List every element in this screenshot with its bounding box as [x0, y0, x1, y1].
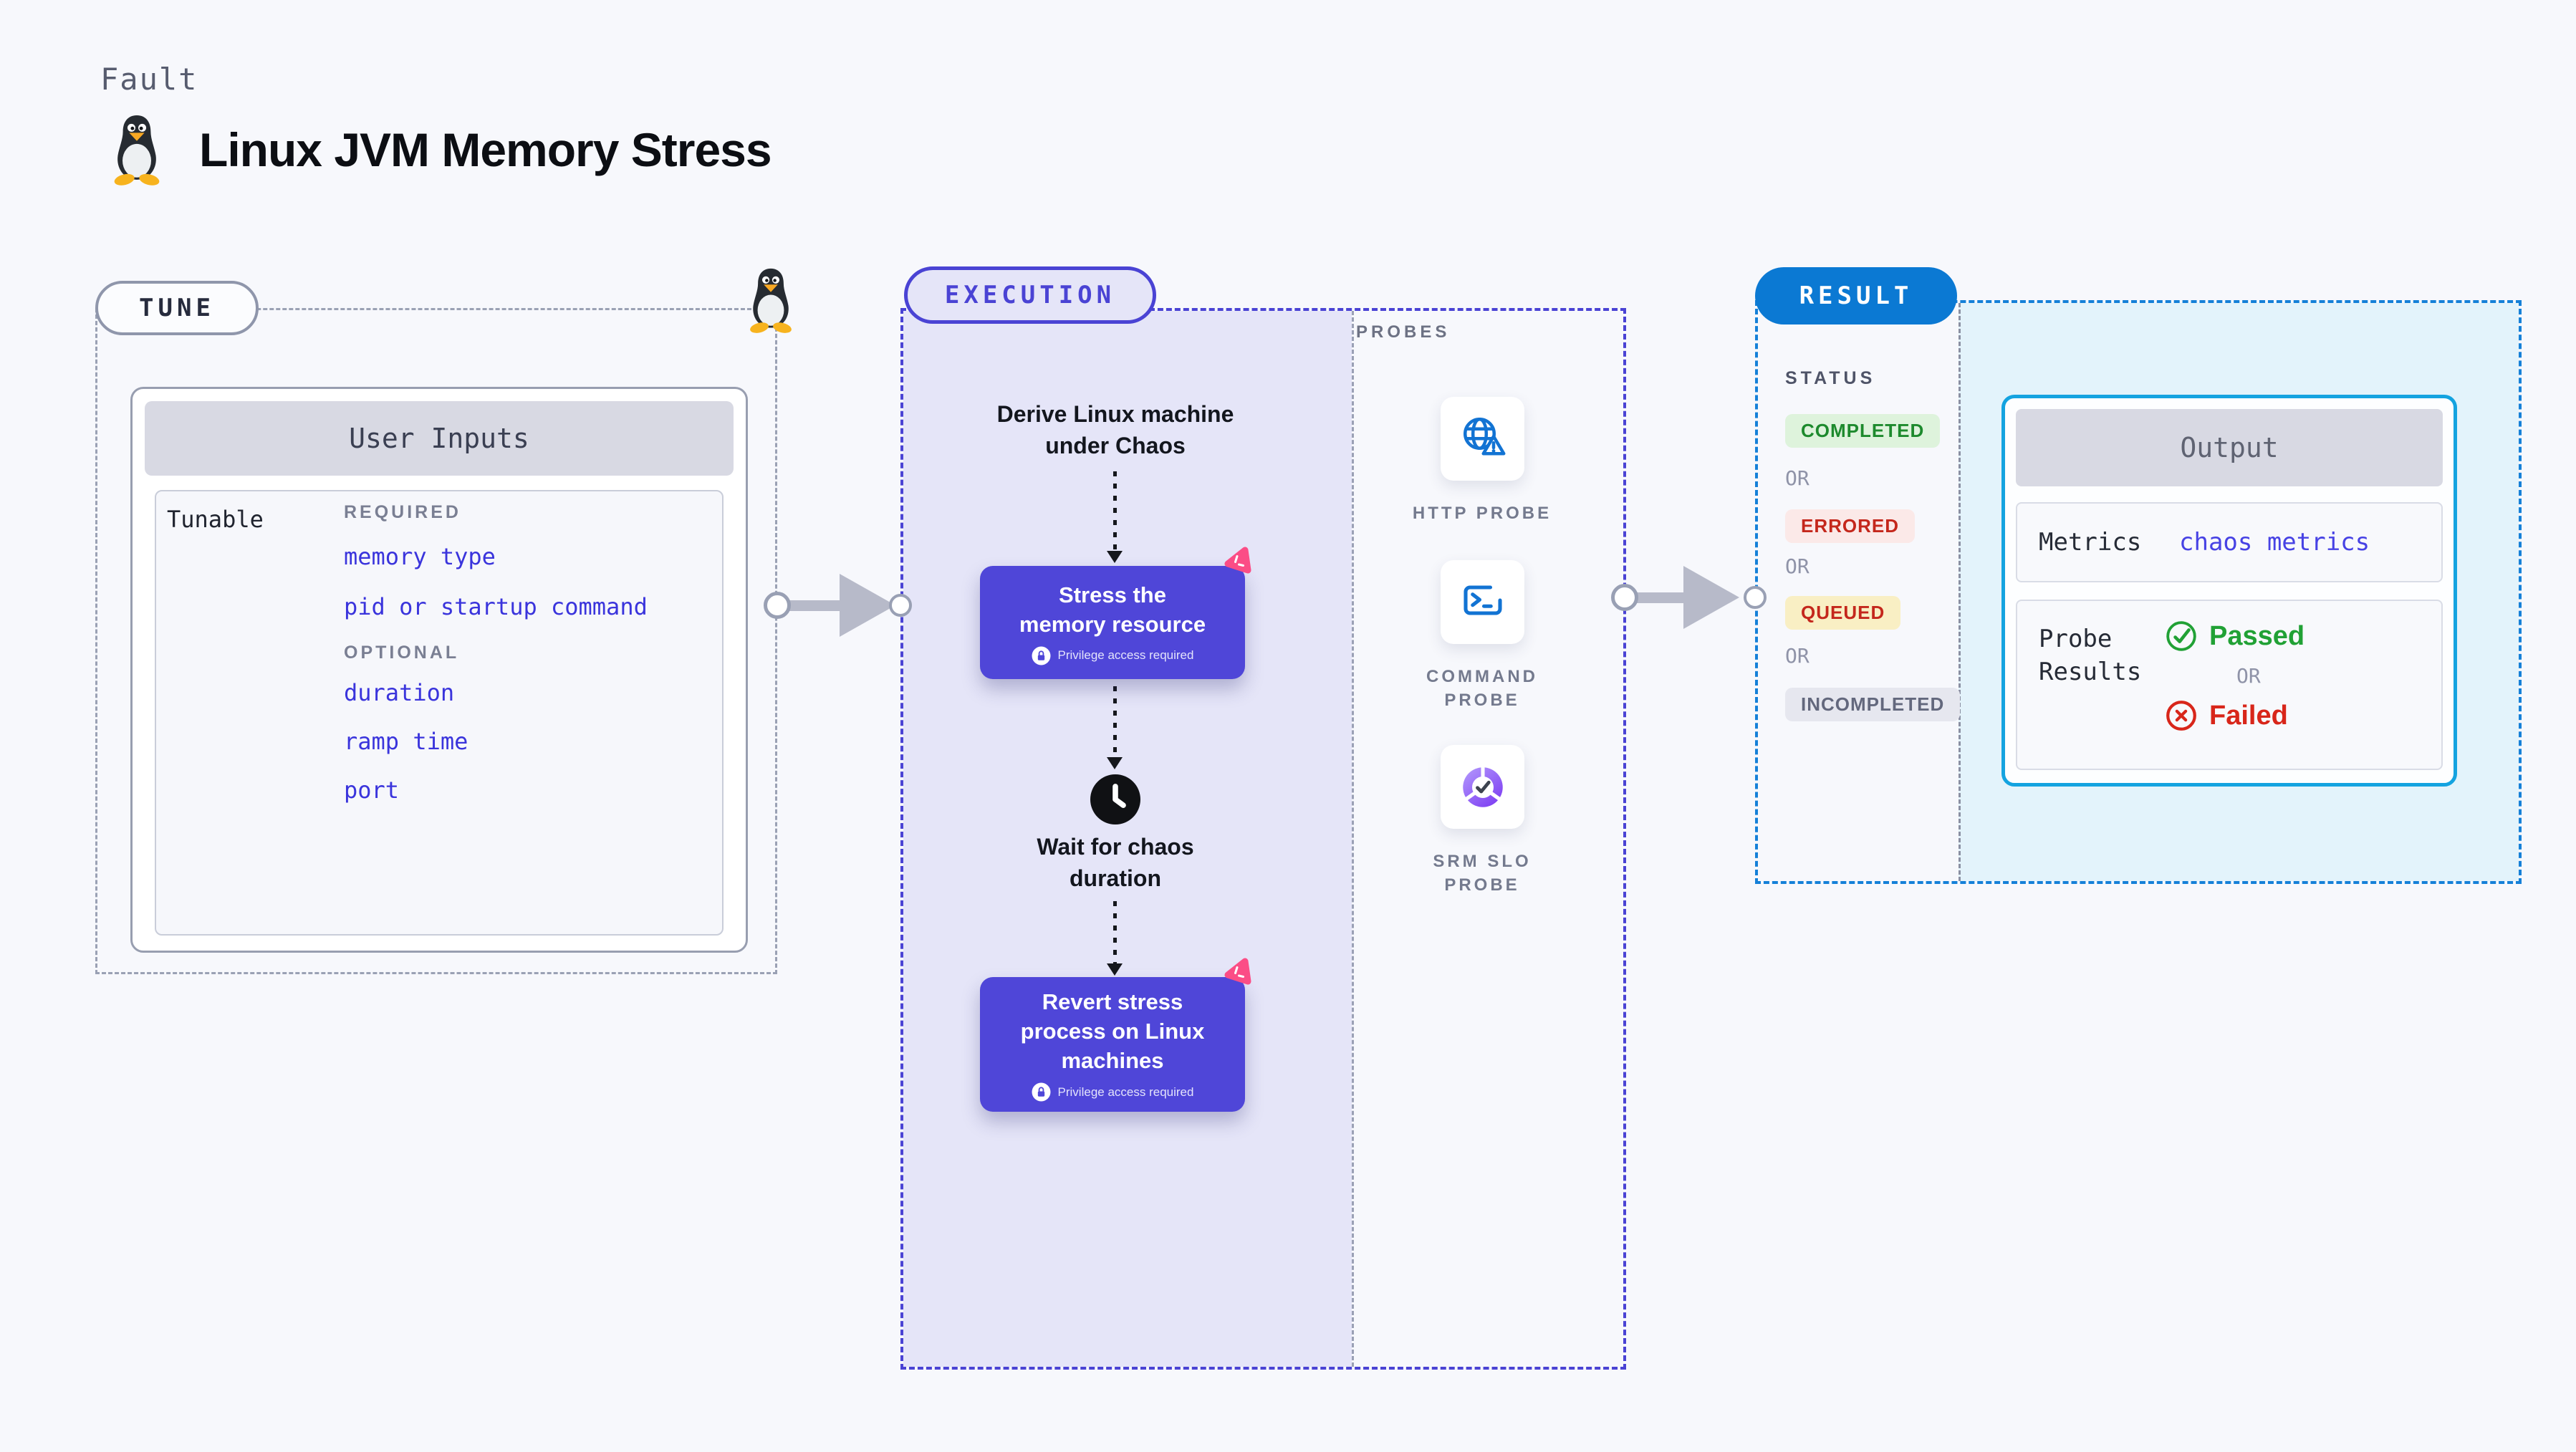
probe-results-label: Probe Results	[2039, 625, 2142, 686]
fault-eyebrow: Fault	[100, 62, 198, 97]
tune-section	[95, 308, 777, 974]
status-label: STATUS	[1785, 368, 1876, 388]
clock-icon	[1090, 774, 1140, 824]
slo-pie-icon	[1462, 766, 1503, 807]
step-derive-machine: Derive Linux machine under Chaos	[996, 401, 1234, 458]
connector-node	[764, 592, 791, 619]
status-badge-completed: COMPLETED	[1785, 414, 1941, 448]
status-badge-errored: ERRORED	[1785, 509, 1916, 543]
http-probe-card	[1441, 397, 1524, 481]
probe-results-verdicts: Passed OR Failed	[2165, 620, 2305, 732]
result-pill: RESULT	[1755, 267, 1957, 324]
user-inputs-header: User Inputs	[145, 401, 734, 476]
connector-node	[1611, 584, 1638, 611]
input-pid-or-startup-command[interactable]: pid or startup command	[344, 593, 648, 620]
metrics-label: Metrics	[2039, 528, 2142, 557]
metrics-row: Metrics chaos metrics	[2016, 502, 2443, 582]
privilege-note: Privilege access required	[1032, 1082, 1193, 1102]
status-badge-incompleted: INCOMPLETED	[1785, 688, 1961, 721]
connector-execution-to-result	[1628, 592, 1693, 603]
execution-section	[900, 308, 1626, 1370]
probe-results-row: Probe Results Passed OR Failed	[2016, 600, 2443, 770]
connector-arrowhead	[840, 574, 895, 637]
flow-arrow-down	[1107, 471, 1123, 563]
connector-node	[1744, 586, 1767, 609]
user-inputs-body	[155, 490, 724, 936]
probes-label: PROBES	[1356, 322, 1451, 342]
input-duration[interactable]: duration	[344, 679, 455, 706]
command-probe-card	[1441, 560, 1524, 644]
input-memory-type[interactable]: memory type	[344, 543, 496, 570]
step-stress-memory: Stress the memory resource Privilege acc…	[980, 566, 1245, 679]
or-separator: OR	[2236, 664, 2261, 688]
probes-panel	[1352, 311, 1623, 1367]
input-port[interactable]: port	[344, 777, 400, 804]
required-group-label: REQUIRED	[344, 502, 461, 522]
terminal-icon	[1463, 585, 1502, 615]
tux-icon-small	[744, 266, 798, 334]
x-circle-icon	[2166, 701, 2196, 731]
optional-group-label: OPTIONAL	[344, 643, 460, 663]
page-title: Linux JVM Memory Stress	[199, 123, 772, 176]
input-ramp-time[interactable]: ramp time	[344, 728, 468, 755]
tune-pill: TUNE	[95, 281, 259, 335]
globe-alert-icon	[1463, 417, 1505, 455]
title-row: Linux JVM Memory Stress	[107, 112, 772, 188]
flow-arrow-down	[1107, 686, 1123, 769]
failed-row: Failed	[2165, 699, 2305, 732]
status-badge-queued: QUEUED	[1785, 596, 1901, 630]
command-probe-label: COMMAND PROBE	[1426, 667, 1538, 710]
lock-icon	[1032, 1082, 1051, 1102]
chaos-metrics-link[interactable]: chaos metrics	[2179, 528, 2370, 557]
step-revert-stress: Revert stress process on Linux machines …	[980, 977, 1245, 1112]
linux-tux-icon	[107, 113, 166, 186]
step-wait-duration: Wait for chaos duration	[1037, 834, 1194, 891]
failed-label: Failed	[2209, 700, 2288, 731]
tunable-label: Tunable	[167, 506, 264, 533]
http-probe-label: HTTP PROBE	[1412, 504, 1552, 523]
check-circle-icon	[2166, 621, 2196, 651]
srm-slo-probe-card	[1441, 745, 1524, 829]
or-separator: OR	[1785, 644, 1810, 668]
lock-icon	[1032, 646, 1051, 665]
chaos-experiment-icon	[1219, 544, 1254, 579]
output-card-header: Output	[2016, 409, 2443, 486]
execution-pill: EXECUTION	[904, 266, 1156, 324]
or-separator: OR	[1785, 466, 1810, 490]
execution-flow-panel	[903, 311, 1352, 1367]
passed-label: Passed	[2209, 620, 2305, 651]
connector-tune-to-execution	[781, 600, 849, 611]
chaos-experiment-icon	[1219, 956, 1254, 990]
privilege-note: Privilege access required	[1032, 646, 1193, 665]
passed-row: Passed	[2165, 620, 2305, 653]
or-separator: OR	[1785, 554, 1810, 578]
srm-slo-probe-label: SRM SLO PROBE	[1433, 852, 1532, 895]
flow-arrow-down	[1107, 901, 1123, 976]
connector-node	[889, 594, 912, 617]
connector-arrowhead	[1683, 566, 1739, 629]
